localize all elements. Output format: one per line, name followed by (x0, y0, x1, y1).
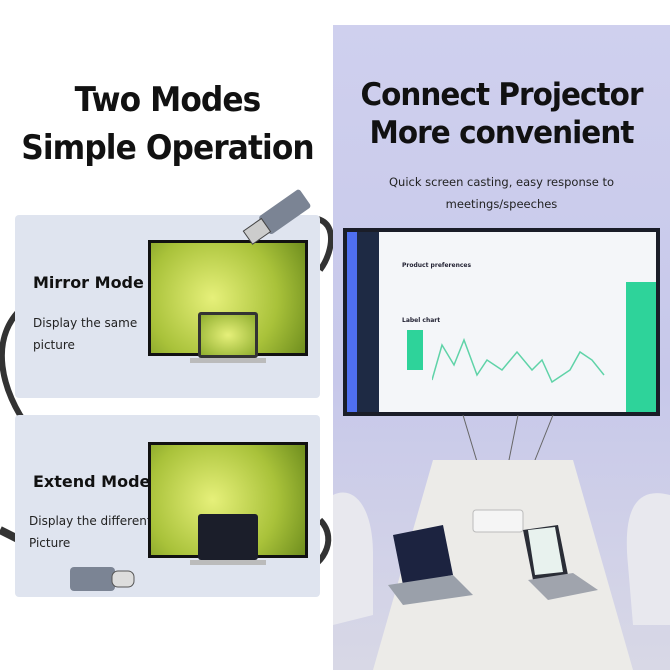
laptop-mirror (198, 312, 258, 358)
hdmi-connector-icon (242, 189, 311, 245)
meeting-room-illustration (333, 415, 670, 670)
line-chart (432, 337, 605, 384)
label-chart-heading: Label chart (402, 317, 441, 324)
usb-c-connector-icon (70, 567, 135, 591)
product-preferences-heading: Product preferences (402, 262, 472, 269)
laptop-extend (198, 514, 258, 560)
wall-tv: Product preferences Label chart (343, 228, 660, 416)
app-sidebar (357, 232, 379, 412)
